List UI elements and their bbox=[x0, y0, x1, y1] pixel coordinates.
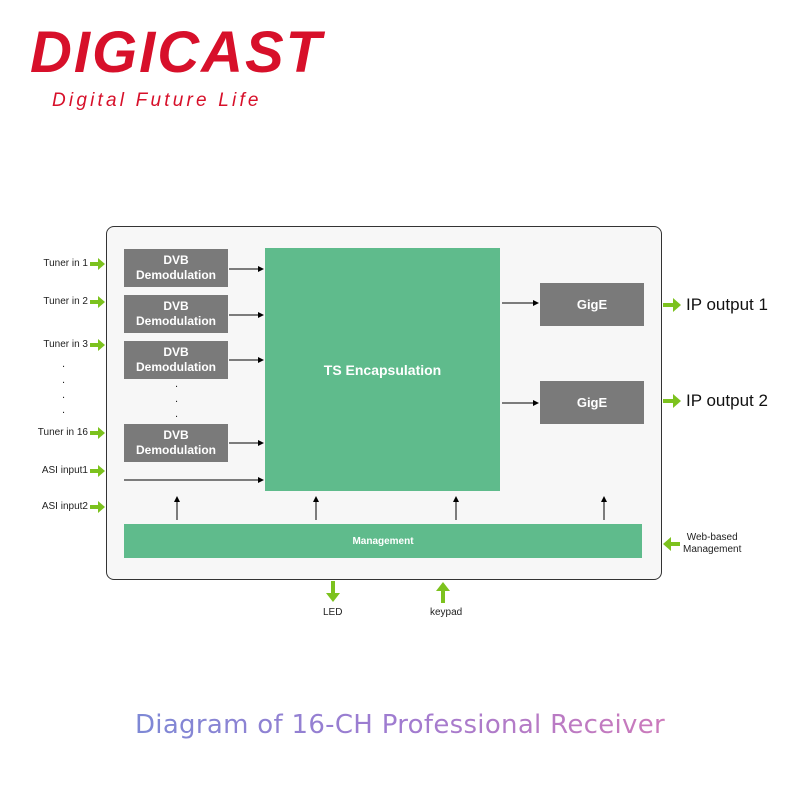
gige-label: GigE bbox=[576, 297, 608, 312]
demod-label-line1: DVB bbox=[163, 299, 189, 313]
label-tuner-in-2: Tuner in 2 bbox=[43, 296, 88, 307]
ellipsis-dot: . bbox=[175, 393, 179, 405]
management-block: Management bbox=[124, 524, 642, 558]
brand-tagline: Digital Future Life bbox=[52, 90, 262, 111]
management-label: Management bbox=[352, 535, 414, 547]
demod-label-line2: Demodulation bbox=[136, 360, 216, 374]
label-tuner-in-16: Tuner in 16 bbox=[37, 427, 88, 438]
web-label-line2: Management bbox=[683, 544, 742, 555]
arrow-right-icon bbox=[90, 501, 105, 513]
ellipsis-dot: . bbox=[62, 374, 66, 386]
arrow-right-icon bbox=[90, 258, 105, 270]
demod-label-line1: DVB bbox=[163, 253, 189, 267]
gige-block-1: GigE bbox=[540, 283, 644, 326]
ts-encapsulation-block: TS Encapsulation bbox=[265, 248, 500, 491]
arrow-right-icon bbox=[663, 394, 681, 408]
arrow-right-icon bbox=[90, 296, 105, 308]
arrow-right-icon bbox=[90, 427, 105, 439]
label-led: LED bbox=[323, 607, 343, 618]
web-label-line1: Web-based bbox=[686, 532, 738, 543]
gige-label: GigE bbox=[576, 395, 608, 410]
arrow-up-icon bbox=[436, 582, 450, 603]
green-input-arrows bbox=[90, 258, 681, 603]
label-ip-output-2: IP output 2 bbox=[686, 391, 768, 410]
black-connectors bbox=[124, 266, 607, 520]
label-asi-input-2: ASI input2 bbox=[41, 501, 88, 512]
demod-label-line1: DVB bbox=[163, 345, 189, 359]
label-asi-input-1: ASI input1 bbox=[41, 465, 88, 476]
arrow-left-icon bbox=[663, 537, 680, 551]
arrow-down-icon bbox=[326, 581, 340, 602]
label-tuner-in-3: Tuner in 3 bbox=[43, 339, 88, 350]
ellipsis-dot: . bbox=[62, 358, 66, 370]
ellipsis-dot: . bbox=[62, 404, 66, 416]
arrow-right-icon bbox=[663, 298, 681, 312]
demod-label-line1: DVB bbox=[163, 428, 189, 442]
ts-encapsulation-label: TS Encapsulation bbox=[323, 361, 442, 378]
ellipsis-dot: . bbox=[62, 389, 66, 401]
ellipsis-dot: . bbox=[175, 408, 179, 420]
arrow-right-icon bbox=[90, 339, 105, 351]
label-ip-output-1: IP output 1 bbox=[686, 295, 768, 314]
demod-label-line2: Demodulation bbox=[136, 268, 216, 282]
demod-label-line2: Demodulation bbox=[136, 314, 216, 328]
brand-logo: DIGICAST bbox=[30, 20, 324, 85]
gige-block-2: GigE bbox=[540, 381, 644, 424]
diagram-caption: Diagram of 16-CH Professional Receiver bbox=[0, 710, 800, 740]
label-web-based-management: Web-based Management bbox=[683, 532, 741, 556]
label-keypad: keypad bbox=[430, 607, 463, 618]
arrow-right-icon bbox=[90, 465, 105, 477]
ellipsis-dot: . bbox=[175, 378, 179, 390]
label-tuner-in-1: Tuner in 1 bbox=[43, 258, 88, 269]
demod-label-line2: Demodulation bbox=[136, 443, 216, 457]
